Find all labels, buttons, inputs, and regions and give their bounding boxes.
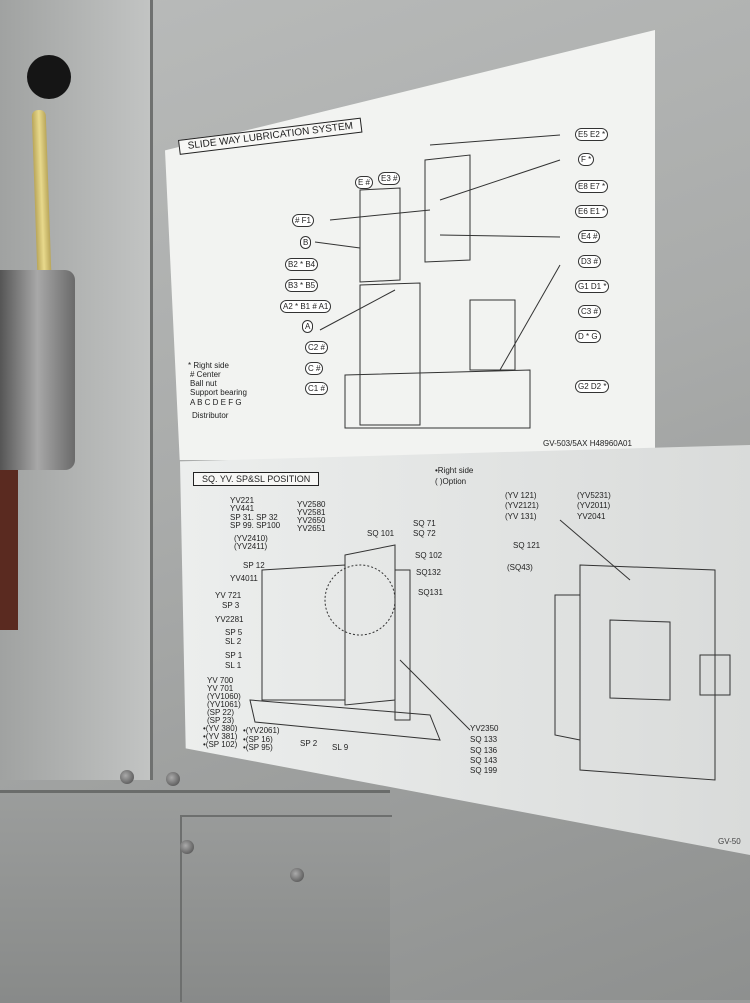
position-callout: (SP 22) [207,708,234,717]
position-callout: SP 3 [222,601,240,610]
position-callout: YV 721 [215,591,242,600]
bottom-label-code: GV-50 [718,837,741,846]
position-callout: (YV2011) [577,501,611,510]
callout-right: E5 E2 * [575,128,609,141]
callout-left: C1 # [305,382,328,395]
position-callout: (YV2410) [234,534,268,543]
legend-item: A B C D E F G [190,398,242,407]
legend-item: * Right side [188,361,229,370]
position-callout: SQ 102 [415,551,443,560]
position-callout: SP 1 [225,651,243,660]
callout-left: B3 * B5 [285,279,319,292]
screw-icon [290,868,304,882]
callout-right: G2 D2 * [575,380,610,393]
legend-item: ( )Option [435,477,467,486]
position-callout: YV2650 [297,516,326,525]
legend-item: Ball nut [190,379,217,388]
position-callout: SP 5 [225,628,243,637]
callout-right: G1 D1 * [575,280,610,293]
position-callout: (YV 121) [505,491,537,500]
position-callout: YV 700 [207,676,234,685]
position-callout: (YV5231) [577,491,611,500]
callout-left: C # [305,362,324,375]
callout-right: E8 E7 * [575,180,609,193]
position-callout: YV221 [230,496,255,505]
position-callout: (SP 23) [207,716,234,725]
position-callout: YV2281 [215,615,244,624]
callout-left: # F1 [292,214,315,227]
position-callout: SQ 72 [413,529,436,538]
machine-front-drawing [261,544,411,721]
screw-icon [120,770,134,784]
callout-right: C3 # [578,305,601,318]
callout-left: C2 # [305,341,328,354]
position-callout: •(SP 16) [243,735,273,744]
position-callout: •(SP 95) [243,743,273,752]
callout-right: E4 # [578,230,601,243]
legend-item: •Right side [435,466,474,475]
position-callout: YV4011 [230,574,258,583]
lubrication-machine-drawing [344,187,531,429]
position-callout: SQ 136 [470,746,498,755]
callout-left: E3 # [378,172,401,185]
screw-icon [180,840,194,854]
position-callout: SQ 199 [470,766,498,775]
callout-left: E # [355,176,374,189]
position-callout: YV2581 [297,508,326,517]
red-component [0,470,18,630]
callout-left: B [300,236,312,249]
position-callout: SP 2 [300,739,318,748]
legend-item: Distributor [192,411,229,420]
position-callout: (YV 131) [505,512,537,521]
callout-left: A2 * B1 # A1 [280,300,332,313]
position-callout: (YV2121) [505,501,539,510]
callout-right: E6 E1 * [575,205,609,218]
position-callout: SQ 101 [367,529,395,538]
callout-right: D * G [575,330,601,343]
position-callout: (YV1061) [207,700,241,709]
position-callout: SQ 121 [513,541,541,550]
pressure-gauge-fitting [0,270,75,470]
position-callout: SQ131 [418,588,443,597]
position-callout: SL 2 [225,637,242,646]
position-callout: SP 99. SP100 [230,521,281,530]
machine-side-drawing [554,564,716,781]
position-callout: SL 9 [332,743,349,752]
position-callout: SQ 133 [470,735,498,744]
position-callout: (YV2411) [234,542,268,551]
bottom-label-title: SQ. YV. SP&SL POSITION [193,472,320,486]
position-callout: YV2350 [470,724,499,733]
position-callout: •(SP 102) [203,740,238,749]
lower-cover-plate [0,790,390,1003]
position-callout: SQ132 [416,568,441,577]
position-callout: (SQ43) [507,563,533,572]
legend-item: Support bearing [190,388,247,397]
callout-left: B2 * B4 [285,258,319,271]
lever-knob [27,55,71,99]
lower-door-seam [180,815,392,1002]
position-callout: YV2580 [297,500,326,509]
position-callout: YV2041 [577,512,606,521]
position-callout: •(YV 381) [203,732,238,741]
position-callout: YV 701 [207,684,234,693]
position-callout: SL 1 [225,661,242,670]
callout-right: D3 # [578,255,601,268]
screw-icon [166,772,180,786]
position-callout: SP 31. SP 32 [230,513,278,522]
callout-left: A [302,320,314,333]
legend-item: # Center [190,370,221,379]
position-callout: YV441 [230,504,255,513]
position-callout: •(YV 380) [203,724,238,733]
position-callout: SQ 71 [413,519,436,528]
position-callout: •(YV2061) [243,726,280,735]
position-callout: YV2651 [297,524,326,533]
position-callout: SQ 143 [470,756,498,765]
top-label-code: GV-503/5AX H48960A01 [543,439,632,448]
position-callout: (YV1060) [207,692,241,701]
callout-right: F * [578,153,595,166]
position-callout: SP 12 [243,561,265,570]
